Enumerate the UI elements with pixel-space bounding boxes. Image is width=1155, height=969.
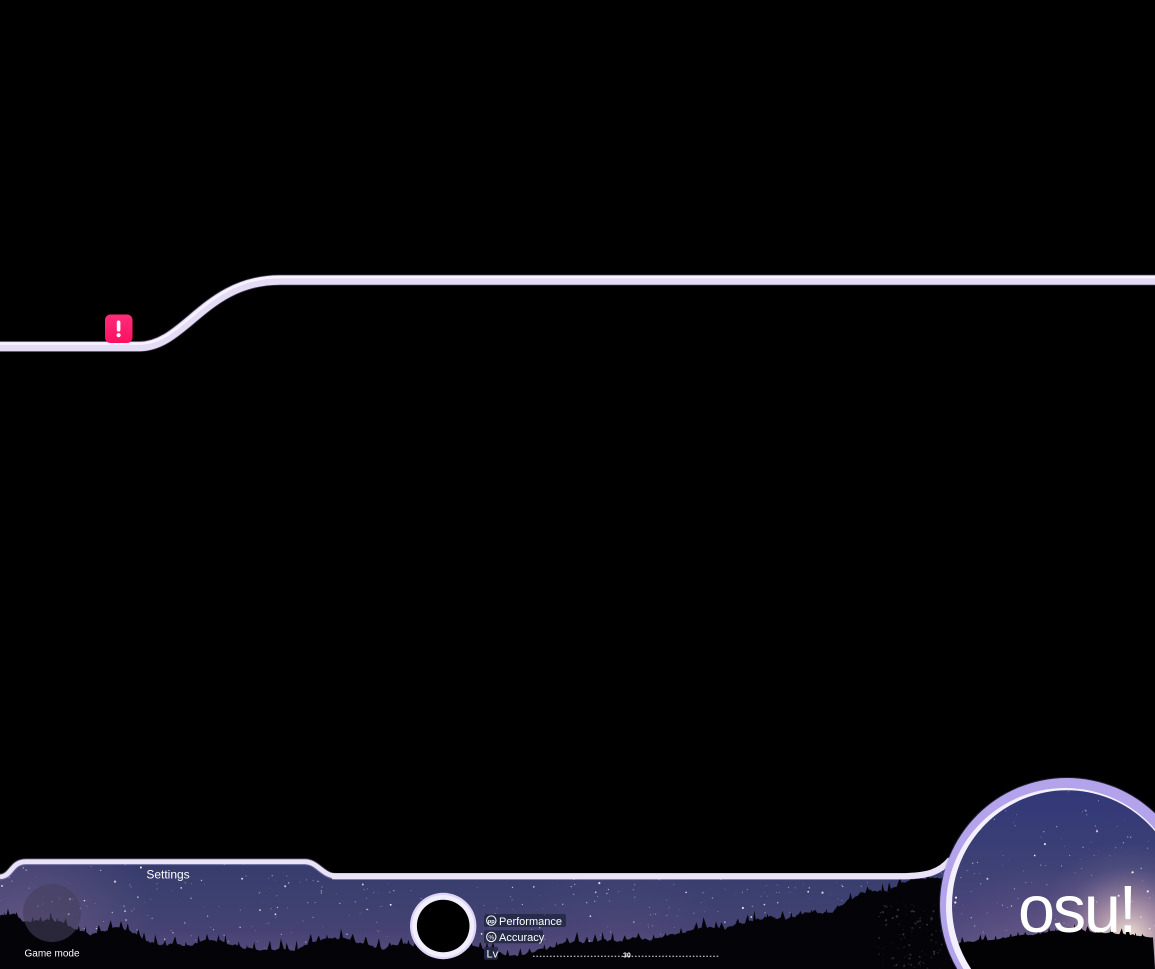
svg-text:Accuracy: Accuracy bbox=[499, 932, 545, 944]
svg-text:30: 30 bbox=[623, 953, 631, 960]
svg-text:osu!: osu! bbox=[1018, 873, 1135, 947]
svg-text:Performance: Performance bbox=[499, 916, 562, 928]
svg-text:%: % bbox=[488, 935, 494, 942]
svg-text:pp: pp bbox=[488, 919, 495, 925]
svg-text:Settings: Settings bbox=[146, 868, 189, 882]
svg-text:Game mode: Game mode bbox=[24, 949, 79, 960]
svg-text:Lv: Lv bbox=[487, 949, 499, 961]
